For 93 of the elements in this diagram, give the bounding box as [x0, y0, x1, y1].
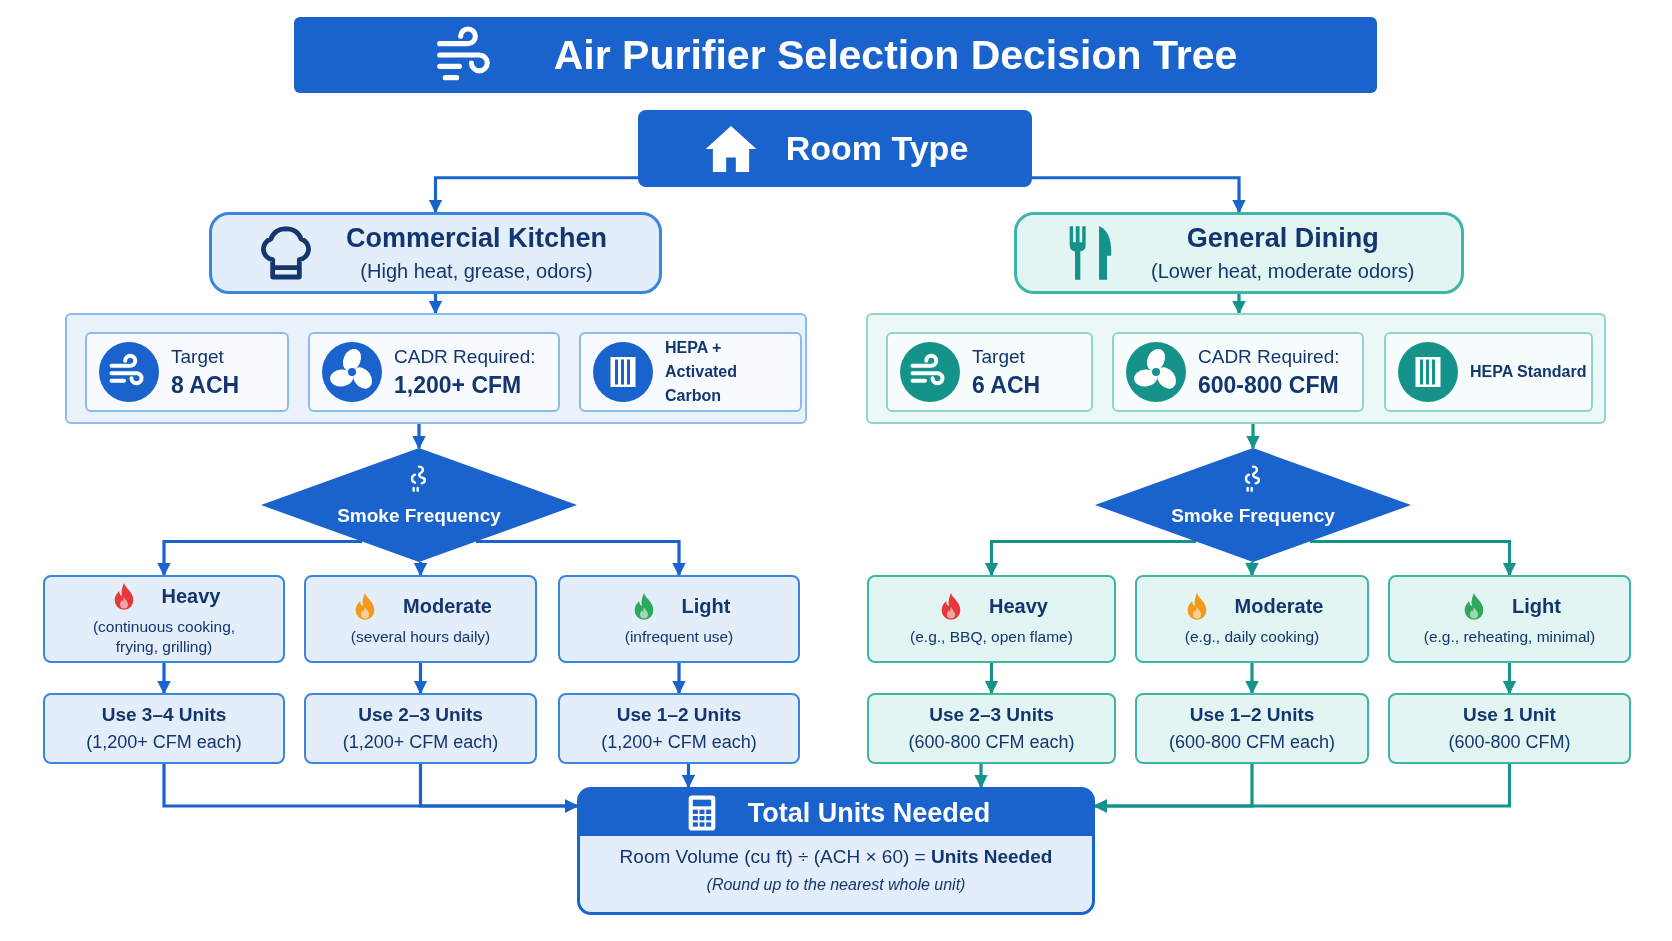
- arrow: [1032, 176, 1246, 214]
- node-title: Heavy: [989, 595, 1048, 619]
- option-box: [304, 575, 537, 663]
- spec-value: 600-800 CFM: [1198, 371, 1340, 399]
- spec-label: Target: [171, 345, 225, 368]
- spec-value: 1,200+ CFM: [394, 371, 523, 399]
- arrow: [1246, 424, 1260, 450]
- arrow: [475, 539, 686, 577]
- node-title: Use 3–4 Units: [101, 704, 227, 726]
- spec-card: [1112, 332, 1364, 412]
- decision-label: Smoke Frequency: [1171, 505, 1335, 527]
- arrow: [1245, 562, 1259, 577]
- arrow: [157, 539, 363, 577]
- result-box: [1388, 693, 1631, 764]
- spec-card: [85, 332, 289, 412]
- node-title: Moderate: [1234, 595, 1324, 619]
- spec-label: CADR Required:: [394, 345, 536, 368]
- arrow: [413, 663, 428, 695]
- spec-card: [308, 332, 560, 412]
- note-text: (Round up to the nearest whole unit): [706, 876, 966, 894]
- arrow: [984, 663, 999, 695]
- spec-label: Target: [972, 345, 1026, 368]
- arrow: [974, 764, 988, 789]
- node-title: Use 1–2 Units: [616, 704, 742, 726]
- arrow: [681, 764, 696, 789]
- formula-text: Room Volume (cu ft) ÷ (ACH × 60) = Units Needed: [619, 846, 1053, 868]
- node-subtitle: (several hours daily): [350, 626, 491, 647]
- node-subtitle: (High heat, grease, odors): [360, 260, 593, 283]
- arrow: [1232, 294, 1246, 315]
- result-box: [304, 693, 537, 764]
- root-box: [638, 110, 1032, 187]
- result-box: [558, 693, 800, 764]
- arrow: [1093, 764, 1512, 813]
- node-subtitle: (1,200+ CFM each): [601, 732, 757, 753]
- node-title: Use 1–2 Units: [1189, 704, 1315, 726]
- option-box: [867, 575, 1116, 663]
- arrow: [1502, 663, 1517, 695]
- node-subtitle: (infrequent use): [624, 626, 734, 647]
- result-panel: [577, 787, 1095, 915]
- arrow: [1245, 663, 1259, 695]
- option-box: [558, 575, 800, 663]
- spec-card: [886, 332, 1093, 412]
- spec-card: [579, 332, 802, 412]
- node-subtitle: (600-800 CFM each): [908, 732, 1075, 753]
- option-box: [43, 575, 285, 663]
- result-box: [867, 693, 1116, 764]
- arrow: [672, 663, 686, 695]
- panel-box: [866, 313, 1606, 424]
- spec-value: 8 ACH: [171, 371, 240, 399]
- diagram-title: Air Purifier Selection Decision Tree: [553, 31, 1238, 79]
- node-title: Use 1 Unit: [1463, 704, 1556, 726]
- arrow: [413, 562, 428, 577]
- node-subtitle: (e.g., BBQ, open flame): [910, 626, 1073, 647]
- node-title: Light: [681, 595, 731, 619]
- option-box: [1388, 575, 1631, 663]
- arrow: [428, 176, 638, 214]
- decision-label: Smoke Frequency: [337, 505, 501, 527]
- arrow: [1309, 539, 1517, 577]
- arrow: [984, 539, 1197, 577]
- node-title: Moderate: [403, 595, 492, 619]
- arrow: [418, 764, 579, 813]
- panel-box: [65, 313, 807, 424]
- node-title: Use 2–3 Units: [358, 704, 483, 726]
- category-box: [1014, 212, 1464, 294]
- node-subtitle: (1,200+ CFM each): [86, 732, 242, 753]
- category-box: [209, 212, 662, 294]
- spec-value: HEPA + Activated Carbon: [665, 338, 739, 406]
- node-subtitle: (1,200+ CFM each): [342, 732, 499, 753]
- node-subtitle: (Lower heat, moderate odors): [1151, 260, 1415, 283]
- decision-diamond: [1095, 448, 1411, 562]
- spec-card: [1384, 332, 1593, 412]
- node-title: Light: [1512, 595, 1561, 619]
- node-subtitle: (e.g., daily cooking): [1184, 626, 1320, 647]
- arrow: [428, 294, 443, 315]
- spec-label: CADR Required:: [1198, 345, 1340, 368]
- spec-value: HEPA Standard: [1470, 362, 1587, 382]
- result-box: [43, 693, 285, 764]
- node-title: Heavy: [161, 585, 221, 609]
- arrow: [412, 424, 426, 450]
- node-title: Use 2–3 Units: [929, 704, 1054, 726]
- decision-diamond: [261, 448, 577, 562]
- node-subtitle: (continuous cooking, frying, grilling): [91, 616, 237, 657]
- node-title: Room Type: [785, 129, 969, 168]
- node-title: General Dining: [1186, 223, 1379, 254]
- option-box: [1135, 575, 1369, 663]
- node-title: Total Units Needed: [747, 797, 991, 829]
- node-title: Commercial Kitchen: [346, 223, 608, 254]
- node-subtitle: (600-800 CFM): [1448, 732, 1571, 753]
- result-box: [1135, 693, 1369, 764]
- node-subtitle: (600-800 CFM each): [1168, 732, 1336, 753]
- arrow: [157, 663, 171, 695]
- spec-value: 6 ACH: [972, 371, 1041, 399]
- node-subtitle: (e.g., reheating, minimal): [1423, 626, 1596, 647]
